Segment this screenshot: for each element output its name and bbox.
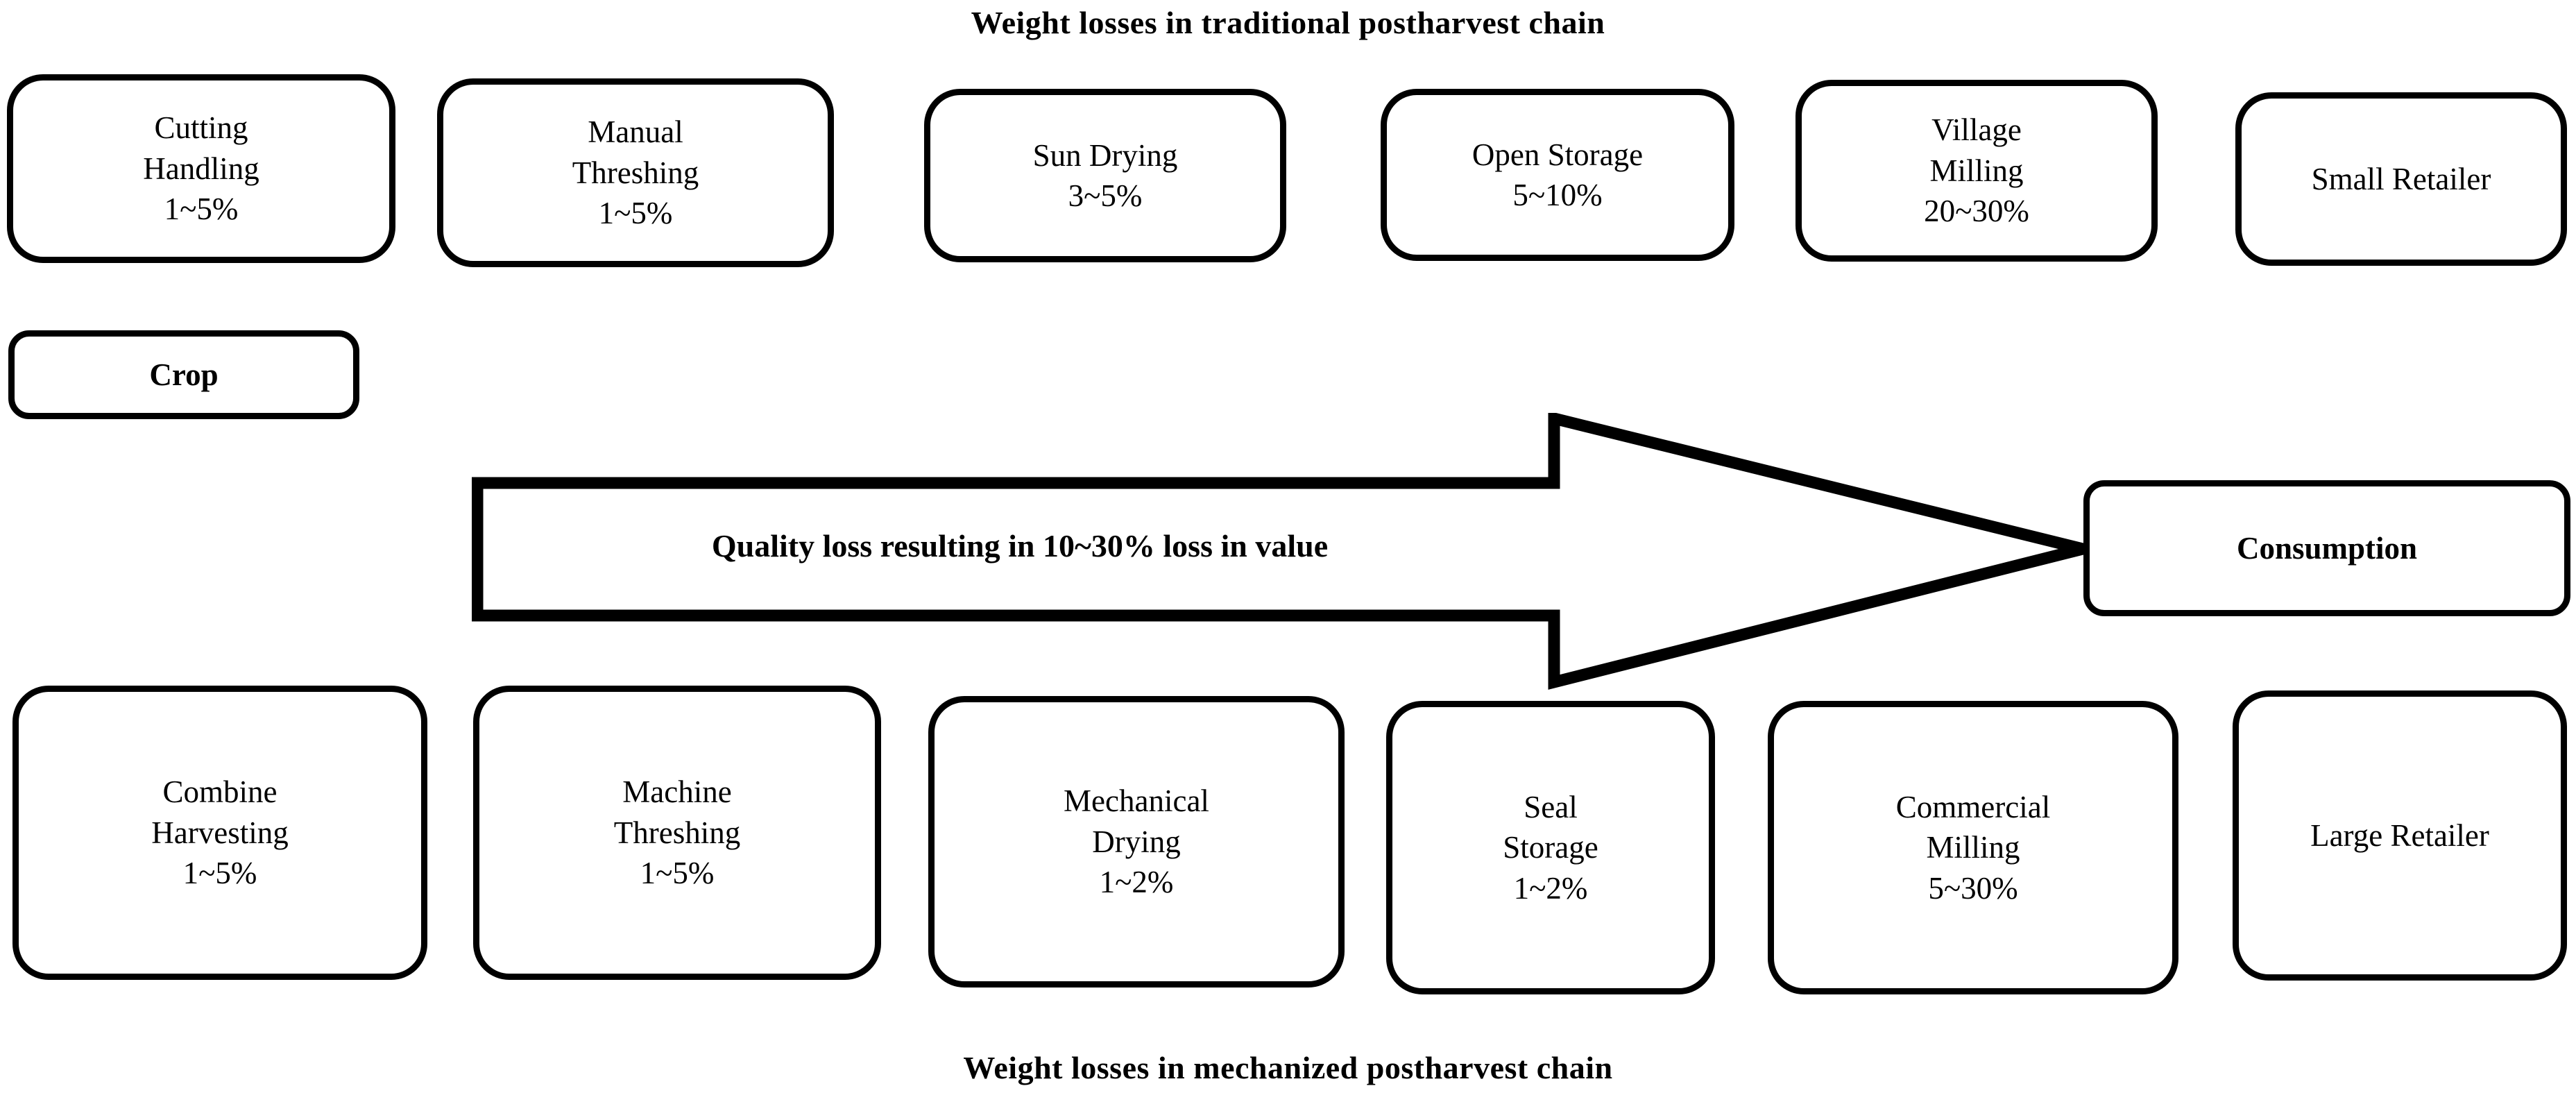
- node-line-1: Sun Drying: [1032, 137, 1178, 173]
- node-seal-storage[interactable]: Seal Storage 1~2%: [1386, 701, 1715, 994]
- top-chain-title: Weight losses in traditional postharvest…: [971, 5, 1605, 40]
- node-line-1: Mechanical: [1064, 783, 1209, 819]
- node-line-2: Milling: [1929, 153, 2024, 188]
- node-line-2: Milling: [1926, 830, 2020, 865]
- node-loss-value: 1~2%: [1099, 865, 1174, 900]
- node-mechanical-drying[interactable]: Mechanical Drying 1~2%: [928, 696, 1345, 987]
- quality-loss-arrow: [472, 413, 2088, 690]
- bottom-chain-title: Weight losses in mechanized postharvest …: [963, 1050, 1613, 1085]
- node-line-2: Drying: [1092, 824, 1181, 859]
- arrow-label: Quality loss resulting in 10~30% loss in…: [711, 528, 1329, 563]
- node-small-retailer[interactable]: Small Retailer: [2235, 92, 2567, 266]
- node-loss-value: 5~30%: [1928, 870, 2018, 906]
- node-loss-value: 1~5%: [164, 192, 239, 227]
- node-line-2: Threshing: [613, 815, 741, 850]
- node-loss-value: 5~10%: [1512, 178, 1603, 212]
- node-line-1: Machine: [622, 774, 732, 810]
- node-line-1: Village: [1931, 112, 2022, 148]
- node-loss-value: 3~5%: [1068, 178, 1143, 213]
- node-line-1: Seal: [1524, 789, 1578, 824]
- node-village-milling[interactable]: Village Milling 20~30%: [1795, 80, 2158, 262]
- node-loss-value: 1~5%: [640, 856, 715, 891]
- node-line-1: Large Retailer: [2310, 817, 2489, 853]
- node-label: Crop: [149, 357, 219, 392]
- node-loss-value: 1~5%: [182, 856, 257, 891]
- node-line-1: Small Retailer: [2311, 161, 2491, 196]
- node-loss-value: 1~2%: [1513, 870, 1588, 906]
- node-machine-threshing[interactable]: Machine Threshing 1~5%: [473, 686, 881, 980]
- node-line-2: Threshing: [572, 155, 699, 190]
- node-label: Consumption: [2236, 530, 2418, 566]
- node-line-2: Handling: [143, 151, 259, 186]
- node-line-2: Storage: [1503, 830, 1598, 865]
- node-loss-value: 20~30%: [1924, 194, 2029, 229]
- node-open-storage[interactable]: Open Storage 5~10%: [1381, 89, 1734, 261]
- node-large-retailer[interactable]: Large Retailer: [2233, 690, 2567, 981]
- node-cutting-handling[interactable]: Cutting Handling 1~5%: [7, 74, 395, 263]
- node-sun-drying[interactable]: Sun Drying 3~5%: [924, 89, 1286, 262]
- node-line-2: Harvesting: [151, 815, 289, 850]
- node-line-1: Open Storage: [1472, 137, 1644, 172]
- node-consumption[interactable]: Consumption: [2083, 480, 2570, 616]
- node-loss-value: 1~5%: [598, 196, 673, 231]
- node-line-1: Manual: [588, 115, 683, 150]
- node-crop[interactable]: Crop: [8, 330, 359, 419]
- node-line-1: Commercial: [1895, 789, 2051, 824]
- node-line-1: Combine: [162, 774, 278, 810]
- node-line-1: Cutting: [154, 110, 248, 146]
- arrow-shape: [472, 413, 2085, 690]
- node-commercial-milling[interactable]: Commercial Milling 5~30%: [1768, 701, 2178, 994]
- node-combine-harvesting[interactable]: Combine Harvesting 1~5%: [12, 686, 427, 980]
- node-manual-threshing[interactable]: Manual Threshing 1~5%: [437, 78, 834, 267]
